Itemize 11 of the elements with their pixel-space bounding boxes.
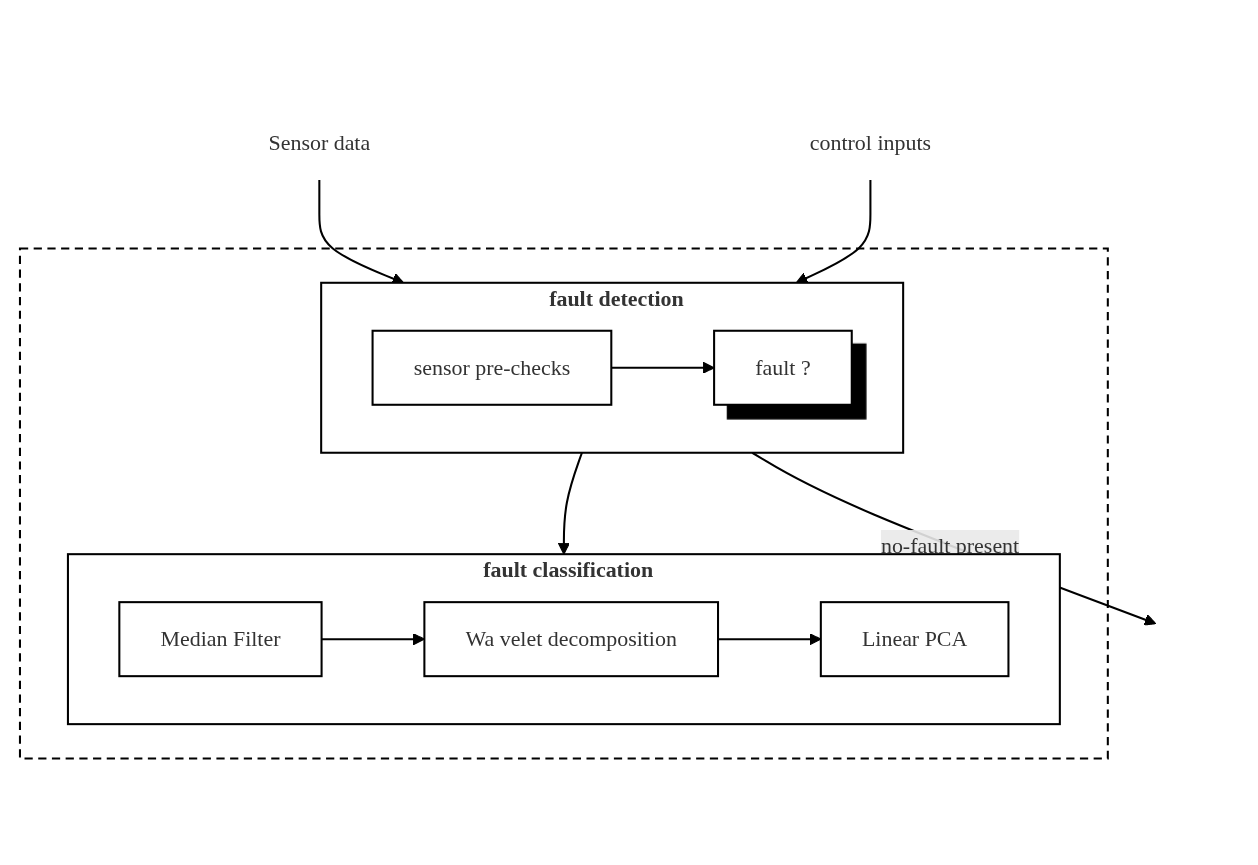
arrow [795, 180, 872, 284]
arrow [321, 633, 425, 646]
node-box: sensor pre-checks [371, 330, 613, 407]
arrow [611, 362, 715, 375]
node-text: Sensor data [268, 130, 371, 155]
node-box: Linear PCA [819, 601, 1010, 678]
node-text: control inputs [809, 130, 932, 155]
cluster [18, 247, 1109, 760]
node-box: Median Filter [118, 601, 323, 678]
node-box: fault ? [713, 330, 853, 407]
node-box: Wa velet decomposition [423, 601, 720, 678]
